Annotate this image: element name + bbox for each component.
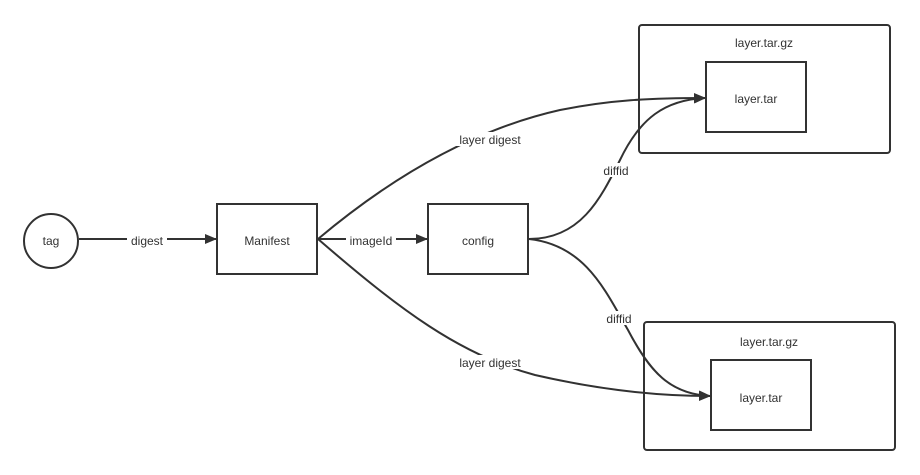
- layer-bottom-inner-node[interactable]: [710, 359, 812, 431]
- edge-label-layer-digest-top: layer digest: [459, 133, 521, 147]
- config-node[interactable]: [427, 203, 529, 275]
- layer-bottom-container-label: layer.tar.gz: [740, 335, 798, 349]
- config-node-label: config: [462, 234, 494, 248]
- manifest-node-label: Manifest: [244, 234, 290, 248]
- layer-top-inner-label: layer.tar: [735, 92, 778, 106]
- manifest-node[interactable]: [216, 203, 318, 275]
- edge-label-imageid: imageId: [350, 234, 393, 248]
- edge-label-bg: [599, 163, 633, 177]
- edge-label-diffid-bottom: diffid: [606, 312, 631, 326]
- edge-label-diffid-top: diffid: [603, 164, 628, 178]
- edge-label-bg: [127, 233, 167, 247]
- edge-config-to-layer-bottom: [528, 238, 711, 401]
- tag-node-label: tag: [43, 234, 60, 248]
- layer-top-container-label: layer.tar.gz: [735, 36, 793, 50]
- edge-label-digest: digest: [131, 234, 164, 248]
- edge-config-to-layer-top: [528, 93, 706, 240]
- edge-label-layer-digest-bottom: layer digest: [459, 356, 521, 370]
- edge-label-bg: [346, 233, 396, 247]
- layer-top-inner-node[interactable]: [705, 61, 807, 133]
- layer-bottom-inner-label: layer.tar: [740, 391, 783, 405]
- edge-label-bg: [452, 355, 528, 369]
- edge-label-bg: [452, 132, 528, 146]
- edge-label-bg: [602, 311, 636, 325]
- edge-manifest-to-layer-top: [317, 93, 706, 240]
- tag-node[interactable]: [23, 213, 79, 269]
- edge-manifest-to-layer-bottom: [317, 238, 711, 401]
